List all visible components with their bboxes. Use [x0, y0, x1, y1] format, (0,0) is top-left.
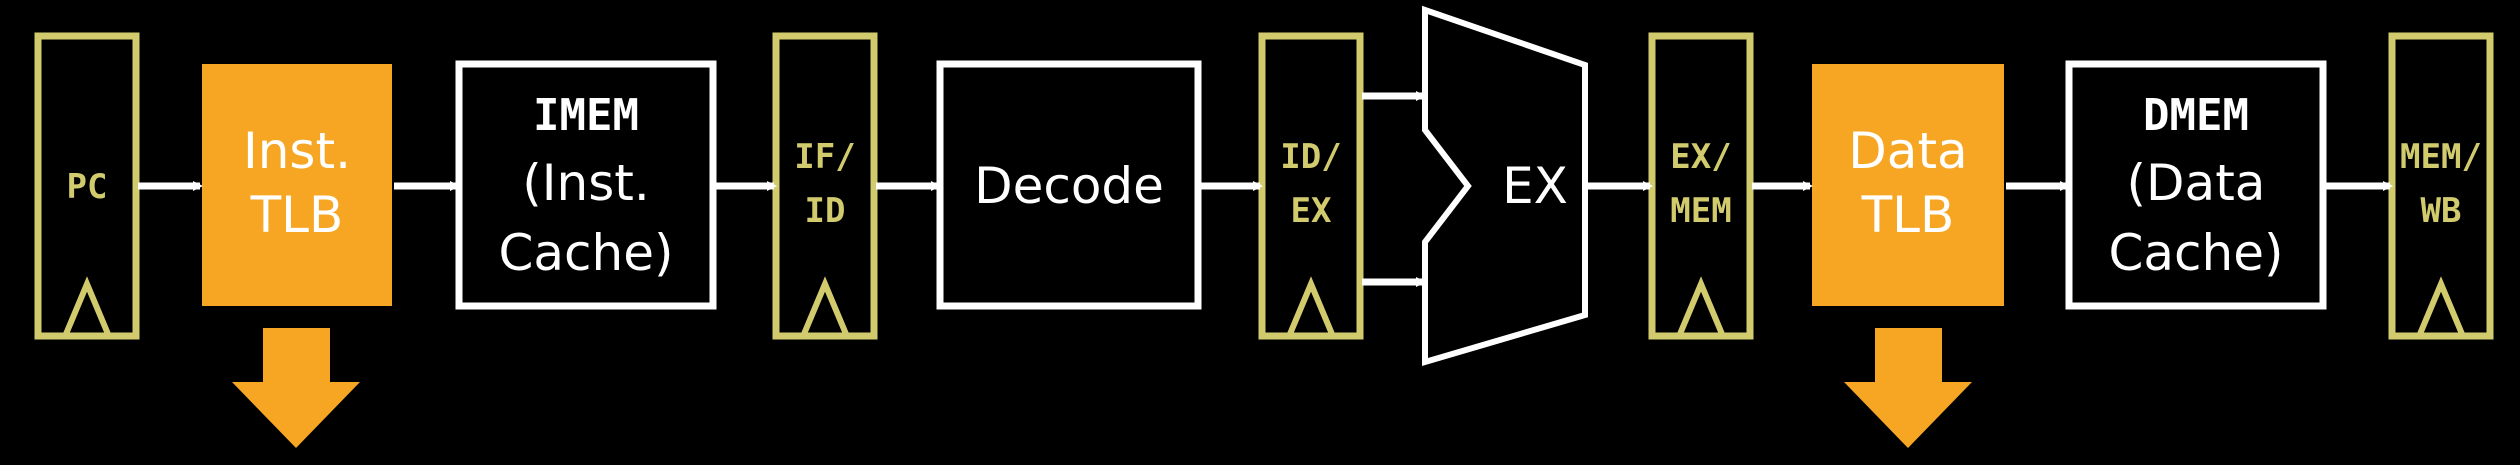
ex-mem-register: EX/ MEM	[1648, 32, 1754, 340]
inst-tlb-label-line1: Inst.	[243, 122, 351, 180]
down-arrow-icon	[232, 328, 360, 448]
id-ex-register: ID/ EX	[1258, 32, 1364, 340]
ex-alu: EX	[1422, 5, 1588, 367]
decode-label: Decode	[974, 157, 1164, 215]
id-ex-label-line1: ID/	[1280, 137, 1341, 177]
mem-wb-register: MEM/ WB	[2388, 32, 2494, 340]
imem-sub-line1: (Inst.	[522, 154, 650, 212]
triangle-clock-icon	[801, 276, 849, 336]
pc-label: PC	[67, 167, 108, 207]
ex-mem-label-line1: EX/	[1670, 137, 1731, 177]
dmem-box: DMEM (Data Cache)	[2065, 60, 2327, 310]
inst-tlb-box: Inst. TLB	[202, 64, 392, 306]
dmem-sub-line1: (Data	[2127, 154, 2266, 212]
dmem-title: DMEM	[2143, 90, 2249, 141]
id-ex-label-line2: EX	[1291, 191, 1332, 231]
pc-register: PC	[34, 32, 140, 340]
imem-title: IMEM	[533, 90, 639, 141]
if-id-label-line1: IF/	[794, 137, 855, 177]
data-tlb-label-line2: TLB	[1861, 186, 1955, 244]
ex-label: EX	[1502, 157, 1568, 215]
data-tlb-label-line1: Data	[1848, 122, 1967, 180]
triangle-clock-icon	[63, 276, 111, 336]
imem-sub-line2: Cache)	[499, 224, 674, 282]
inst-tlb-label-line2: TLB	[250, 186, 344, 244]
triangle-clock-icon	[1677, 276, 1725, 336]
triangle-clock-icon	[2417, 276, 2465, 336]
triangle-clock-icon	[1287, 276, 1335, 336]
mem-wb-label-line1: MEM/	[2400, 137, 2482, 177]
imem-box: IMEM (Inst. Cache)	[455, 60, 717, 310]
data-tlb-box: Data TLB	[1812, 64, 2004, 306]
down-arrow-icon	[1844, 328, 1972, 448]
mem-wb-label-line2: WB	[2421, 191, 2462, 231]
if-id-label-line2: ID	[805, 191, 846, 231]
if-id-register: IF/ ID	[772, 32, 878, 340]
decode-box: Decode	[936, 60, 1202, 310]
flow-arrows	[138, 91, 2393, 287]
ex-mem-label-line2: MEM	[1670, 191, 1731, 231]
dmem-sub-line2: Cache)	[2109, 224, 2284, 282]
